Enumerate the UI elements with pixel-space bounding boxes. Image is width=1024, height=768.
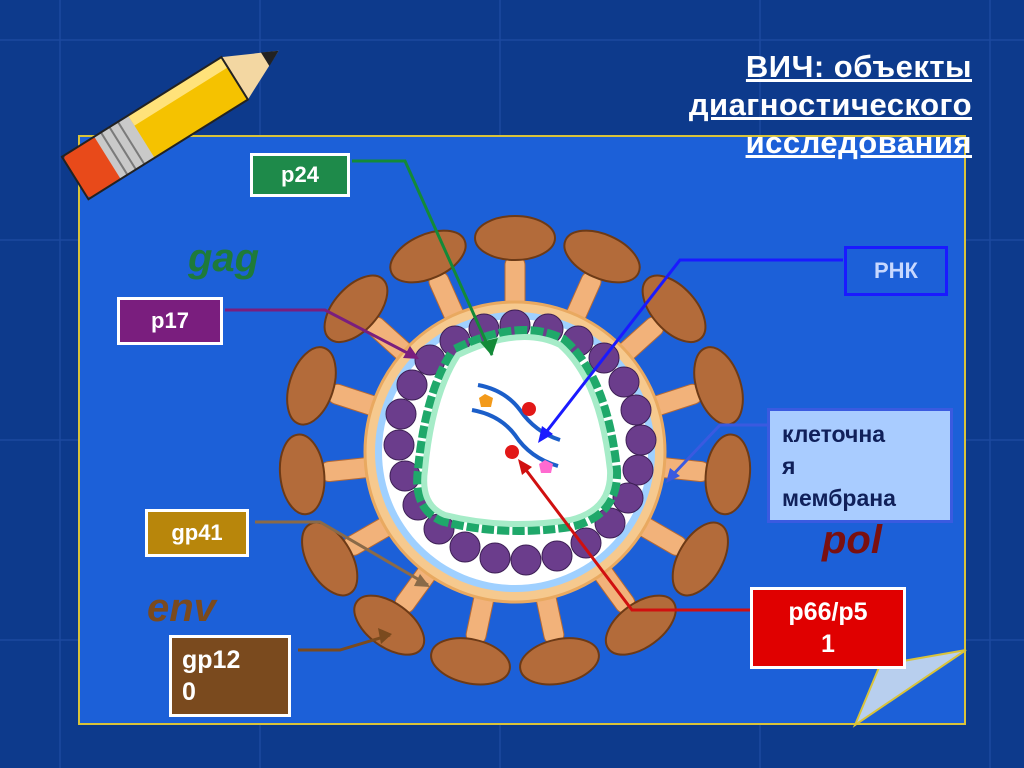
label-rnk: РНК — [844, 246, 948, 296]
label-gp120-line-1: gp12 — [182, 646, 241, 674]
title-line-1: ВИЧ: объекты — [745, 49, 972, 84]
label-p24: p24 — [250, 153, 350, 197]
page-title: ВИЧ: объекты диагностического исследован… — [552, 48, 972, 162]
gene-pol: pol — [822, 518, 882, 562]
label-membrane-line-2: я — [782, 452, 796, 479]
enzyme-red-2 — [505, 445, 519, 459]
label-rnk-text: РНК — [874, 258, 918, 283]
enzyme-red-1 — [522, 402, 536, 416]
gene-env: env — [147, 586, 216, 630]
gene-gag: gag — [188, 236, 260, 280]
enzyme-pink — [539, 460, 553, 473]
label-membrane-line-3: мембрана — [782, 484, 896, 511]
pencil-icon — [60, 50, 279, 201]
label-p66-p51: p66/p5 1 — [750, 587, 906, 669]
title-line-2: диагностического — [688, 87, 972, 122]
label-p24-text: p24 — [281, 162, 319, 187]
enzyme-orange — [479, 394, 493, 407]
gp120-pointer — [298, 633, 391, 652]
label-p17-text: p17 — [151, 308, 189, 333]
label-p17: p17 — [117, 297, 223, 345]
label-membrane: клеточна я мембрана — [767, 408, 953, 523]
p24-pointer — [352, 159, 494, 356]
label-gp41-text: gp41 — [171, 520, 223, 545]
label-p66-line-2: 1 — [821, 630, 835, 658]
label-gp120: gp12 0 — [169, 635, 291, 717]
p66-pointer — [518, 461, 750, 612]
membrane-pointer — [666, 423, 767, 482]
title-line-3: исследования — [745, 125, 972, 160]
label-membrane-line-1: клеточна — [782, 420, 886, 447]
label-p66-line-1: p66/p5 — [788, 598, 868, 626]
label-gp41: gp41 — [145, 509, 249, 557]
rnk-pointer — [538, 258, 843, 441]
gp41-pointer — [255, 520, 429, 587]
p17-pointer — [225, 308, 418, 360]
label-gp120-line-2: 0 — [182, 678, 196, 706]
